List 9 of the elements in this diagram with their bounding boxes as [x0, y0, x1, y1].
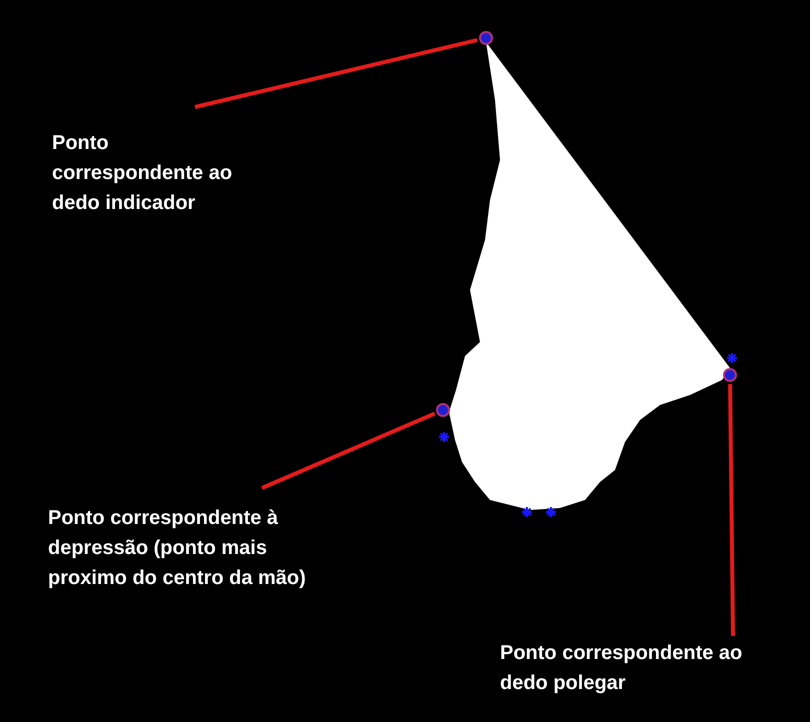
leader-line [261, 412, 436, 490]
annotation-text: Ponto correspondente à depressão (ponto mais proximo do centro da mão) [48, 506, 307, 591]
annotation-text: Ponto correspondente ao dedo polegar [500, 641, 744, 696]
point-marker-icon [434, 401, 452, 419]
leader-line [194, 38, 478, 109]
leader-line [728, 384, 735, 636]
point-marker-icon [721, 366, 739, 384]
annotation-text: Ponto correspondente ao dedo indicador [52, 131, 234, 216]
point-marker-icon [477, 29, 495, 47]
